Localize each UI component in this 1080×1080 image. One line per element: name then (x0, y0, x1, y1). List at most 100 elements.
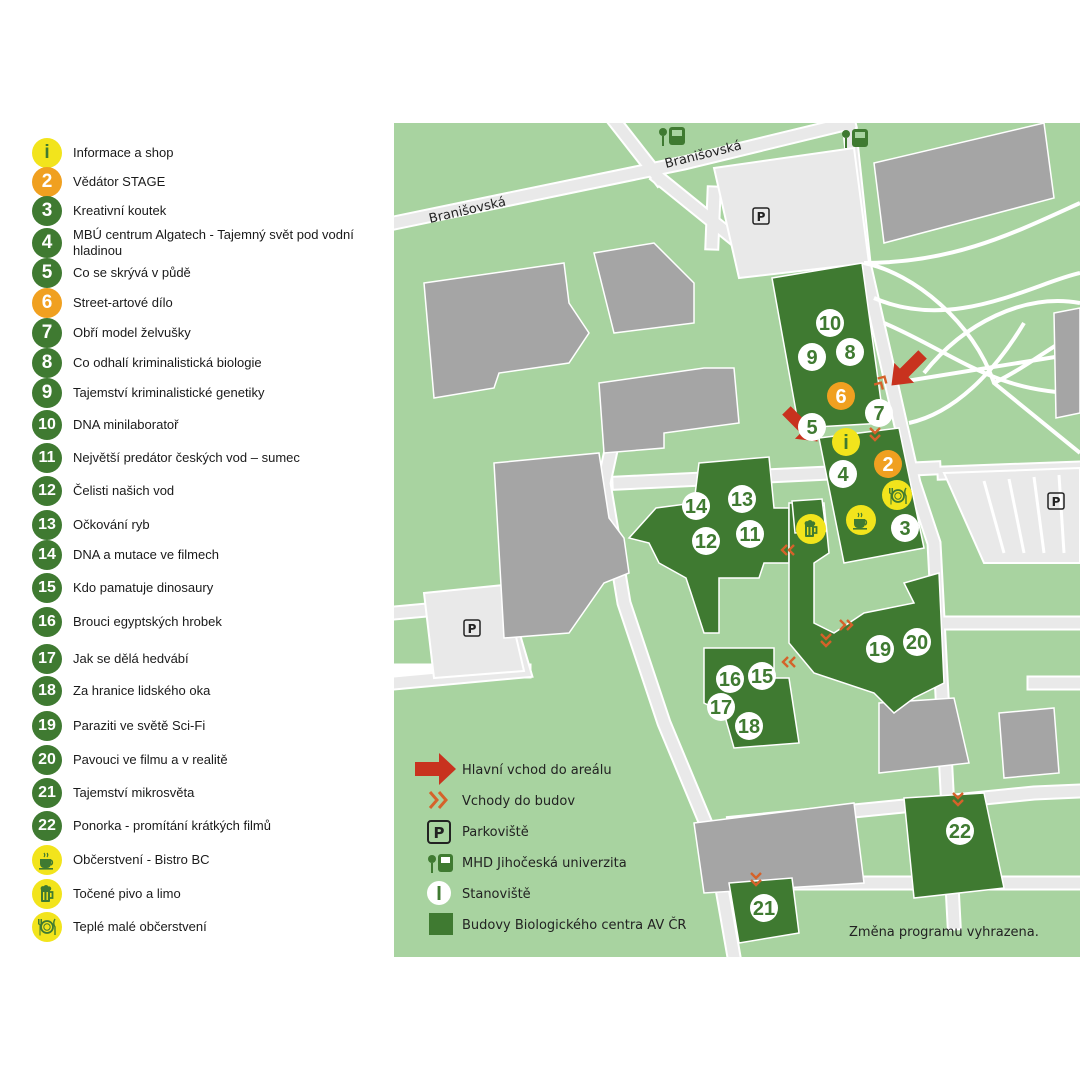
svg-text:P: P (434, 824, 445, 842)
building-entrance-markers (750, 375, 964, 887)
grey-buildings (423, 123, 1080, 894)
map-marker-21: 21 (750, 894, 778, 922)
svg-text:P: P (468, 622, 477, 636)
legend-buildings: Budovy Biologického centra AV ČR (462, 917, 686, 933)
map-marker-label: 21 (753, 898, 775, 920)
legend-label: Informace a shop (73, 145, 174, 160)
map-legend: Hlavní vchod do areálu Vchody do budov P… (415, 753, 686, 935)
legend-item: 16 Brouci egyptských hrobek (32, 607, 373, 637)
legend-marker-badge: 15 (32, 573, 62, 603)
legend-marker-badge: 12 (32, 476, 62, 506)
map-marker-8: 8 (836, 338, 864, 366)
legend-marker-badge: 14 (32, 540, 62, 570)
map-marker-label: 13 (731, 489, 753, 511)
dining-icon (32, 912, 62, 942)
map-marker-label: 11 (739, 524, 760, 546)
legend-item: Teplé malé občerstvení (32, 912, 373, 942)
station-legend-icon: I (427, 881, 451, 905)
legend-label: Očkování ryb (73, 517, 150, 532)
map-marker-9: 9 (798, 343, 826, 371)
park-paths (863, 201, 1080, 455)
legend-label: DNA minilaboratoř (73, 417, 179, 432)
svg-text:P: P (1052, 495, 1061, 509)
legend-label: Brouci egyptských hrobek (73, 614, 222, 629)
map-marker-i: i (832, 428, 860, 456)
map-marker-label: 20 (906, 632, 928, 654)
legend-label: Co se skrývá v půdě (73, 265, 191, 280)
entrance-chevron-icon (839, 619, 854, 631)
main-entrance-arrow-icon (891, 350, 927, 386)
entrance-chevron-icon (952, 792, 964, 807)
legend-item: 21 Tajemství mikrosvěta (32, 778, 373, 808)
legend-item: 6 Street-artové dílo (32, 288, 373, 318)
entrance-chevron-icon (820, 633, 832, 648)
map-marker-17: 17 (707, 693, 735, 721)
legend-label: Street-artové dílo (73, 295, 173, 310)
legend-marker-badge: 3 (32, 196, 62, 226)
map-marker-14: 14 (682, 492, 710, 520)
legend-parking: Parkoviště (462, 825, 529, 840)
parking-legend-icon: P (427, 820, 451, 844)
legend-item: Občerstvení - Bistro BC (32, 845, 373, 875)
legend-item: 15 Kdo pamatuje dinosaury (32, 573, 373, 603)
map-marker-label: 2 (882, 454, 893, 476)
legend-marker-badge: 11 (32, 443, 62, 473)
bus-legend-icon (428, 854, 453, 873)
legend-label: Co odhalí kriminalistická biologie (73, 355, 262, 370)
map-marker-label: 12 (695, 531, 717, 553)
buildings-legend-icon (429, 913, 453, 935)
legend-label: Vědátor STAGE (73, 174, 166, 189)
map-marker-15: 15 (748, 662, 776, 690)
legend-marker-badge: 6 (32, 288, 62, 318)
map-marker-label: 9 (806, 347, 817, 369)
legend-marker-badge: 21 (32, 778, 62, 808)
map-marker-label: 19 (869, 639, 891, 661)
map-marker-label: 10 (819, 313, 841, 335)
legend-marker-badge: 18 (32, 676, 62, 706)
legend-label: Kdo pamatuje dinosaury (73, 580, 214, 595)
parking-lot-top (712, 146, 871, 280)
map-marker-label: 14 (685, 496, 708, 518)
legend-item: 8 Co odhalí kriminalistická biologie (32, 348, 373, 378)
legend-marker-badge: 13 (32, 510, 62, 540)
coffee-icon (32, 845, 62, 875)
legend-marker-badge: 16 (32, 607, 62, 637)
legend-marker-badge: 8 (32, 348, 62, 378)
map-marker-19: 19 (866, 635, 894, 663)
legend-label: Teplé malé občerstvení (73, 919, 207, 934)
legend-label: Občerstvení - Bistro BC (73, 852, 210, 867)
legend-label: Točené pivo a limo (73, 886, 181, 901)
beer-icon (32, 879, 62, 909)
entrance-chevron-icon (750, 872, 762, 887)
legend-label: DNA a mutace ve filmech (73, 547, 219, 562)
map-marker-label: i (843, 432, 849, 454)
parking-lot-left (422, 583, 526, 680)
map-marker-label: 8 (844, 342, 855, 364)
entrance-chevron-icon (873, 375, 888, 390)
map-marker-11: 11 (736, 520, 764, 548)
legend-label: Tajemství kriminalistické genetiky (73, 385, 265, 400)
map-marker-4: 4 (829, 460, 857, 488)
legend-marker-badge: 5 (32, 258, 62, 288)
map-marker-label: 22 (949, 821, 971, 843)
legend-label: Tajemství mikrosvěta (73, 785, 195, 800)
legend-label: Jak se dělá hedvábí (73, 651, 189, 666)
legend-station: Stanoviště (462, 887, 531, 902)
map-marker-label: 4 (837, 464, 849, 486)
parking-lot-right (942, 466, 1080, 564)
map-marker-label: 5 (806, 417, 817, 439)
bus-stop-icon (842, 129, 868, 148)
svg-text:P: P (757, 210, 766, 224)
legend-marker-badge: 10 (32, 410, 62, 440)
disclaimer: Změna programu vyhrazena. (849, 925, 1039, 940)
entrance-chevron-icon (781, 656, 796, 668)
dining-icon (882, 480, 912, 510)
